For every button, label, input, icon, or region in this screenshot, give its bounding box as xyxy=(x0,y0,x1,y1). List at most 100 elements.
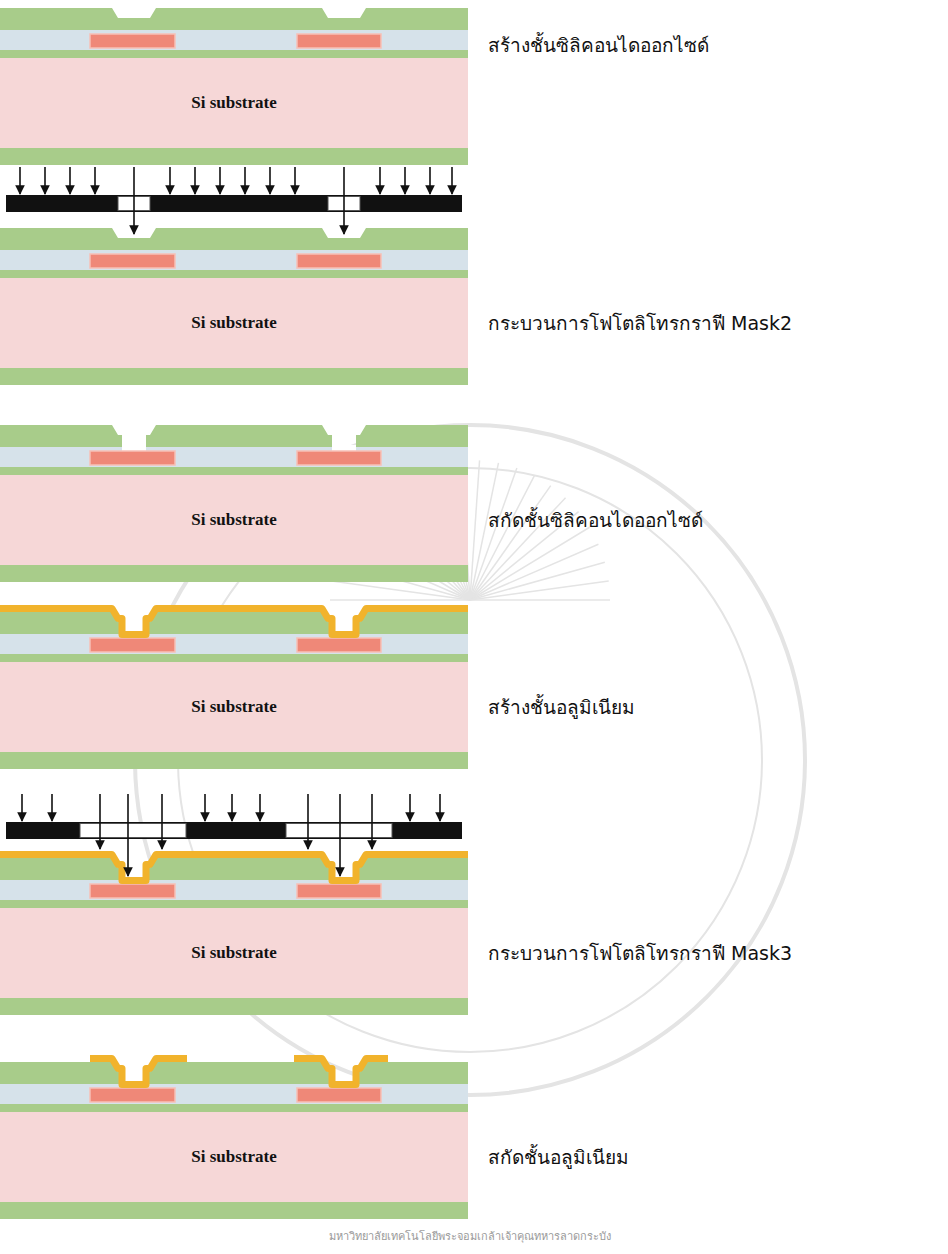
seal-ray xyxy=(470,527,590,600)
aluminium-layer xyxy=(0,609,468,635)
exposure-arrow xyxy=(169,167,171,194)
oxide-layer xyxy=(0,1062,468,1088)
substrate-band: Si substrate xyxy=(0,908,468,998)
insulator-layer xyxy=(0,878,468,900)
substrate-band: Si substrate xyxy=(0,58,468,148)
oxide-layer xyxy=(0,1202,468,1219)
oxide-layer xyxy=(0,50,468,58)
oxide-layer xyxy=(0,565,468,582)
exposure-arrow xyxy=(19,167,21,194)
etched-window xyxy=(332,445,356,451)
substrate-label: Si substrate xyxy=(191,510,276,530)
aluminium-layer xyxy=(0,855,468,881)
exposure-arrow xyxy=(51,794,53,821)
substrate-band: Si substrate xyxy=(0,1112,468,1202)
exposure-arrow xyxy=(244,167,246,194)
exposure-arrow xyxy=(451,167,453,194)
exposure-arrow xyxy=(379,167,381,194)
doped-region xyxy=(90,34,175,48)
exposure-arrow xyxy=(339,794,341,876)
doped-region xyxy=(90,1088,175,1102)
step-caption: กระบวนการโฟโตลิโทรกราฟี Mask3 xyxy=(488,938,792,968)
doped-region xyxy=(297,884,381,898)
exposure-arrow xyxy=(439,794,441,821)
exposure-arrow xyxy=(127,794,129,876)
doped-region xyxy=(297,1088,381,1102)
insulator-layer xyxy=(0,445,468,467)
seal-ray xyxy=(470,581,609,600)
substrate-label: Si substrate xyxy=(191,697,276,717)
exposure-arrow xyxy=(307,794,309,849)
doped-region xyxy=(297,638,381,652)
oxide-layer xyxy=(0,270,468,278)
oxide-layer xyxy=(0,612,468,638)
step-caption: สร้างชั้นอลูมิเนียม xyxy=(488,692,635,722)
seal-ray xyxy=(470,599,610,601)
exposure-arrow xyxy=(294,167,296,194)
process-step-section xyxy=(0,609,468,770)
exposure-arrow xyxy=(21,794,23,821)
process-step-section xyxy=(0,794,468,1015)
substrate-label: Si substrate xyxy=(191,943,276,963)
exposure-arrow xyxy=(69,167,71,194)
substrate-label: Si substrate xyxy=(191,313,276,333)
process-step-section xyxy=(0,167,468,385)
doped-region xyxy=(90,884,175,898)
doped-region xyxy=(90,638,175,652)
seal-ray xyxy=(470,476,534,600)
process-step-section xyxy=(0,8,468,165)
exposure-arrow xyxy=(94,167,96,194)
substrate-label: Si substrate xyxy=(191,93,276,113)
seal-ray xyxy=(330,599,470,601)
exposure-arrow xyxy=(133,167,135,234)
substrate-band: Si substrate xyxy=(0,475,468,565)
insulator-layer xyxy=(0,632,468,654)
photomask xyxy=(6,195,462,212)
substrate-label: Si substrate xyxy=(191,1147,276,1167)
doped-region xyxy=(90,254,175,268)
step-caption: สกัดชั้นซิลิคอนไดออกไซด์ xyxy=(488,505,703,535)
oxide-layer xyxy=(0,368,468,385)
aluminium-layer xyxy=(0,1059,468,1085)
seal-ray xyxy=(470,562,605,600)
doped-region xyxy=(297,451,381,465)
etched-window xyxy=(122,445,146,451)
substrate-band: Si substrate xyxy=(0,278,468,368)
doped-region xyxy=(297,254,381,268)
step-caption: กระบวนการโฟโตลิโทรกราฟี Mask2 xyxy=(488,308,792,338)
exposure-arrow xyxy=(219,167,221,194)
exposure-arrow xyxy=(161,794,163,849)
oxide-layer xyxy=(0,8,468,30)
exposure-arrow xyxy=(343,167,345,234)
oxide-layer xyxy=(0,752,468,769)
oxide-layer xyxy=(0,228,468,250)
insulator-layer xyxy=(0,1082,468,1104)
oxide-layer xyxy=(0,148,468,165)
mask-opening xyxy=(80,824,186,838)
substrate-band: Si substrate xyxy=(0,662,468,752)
exposure-arrow xyxy=(44,167,46,194)
exposure-arrow xyxy=(231,794,233,821)
step-caption: สร้างชั้นซิลิคอนไดออกไซด์ xyxy=(488,30,709,60)
exposure-arrow xyxy=(429,167,431,194)
insulator-layer xyxy=(0,248,468,270)
oxide-layer xyxy=(0,1104,468,1112)
insulator-layer xyxy=(0,28,468,50)
mask-plate xyxy=(6,822,462,839)
process-step-section xyxy=(0,425,468,582)
exposure-arrow xyxy=(269,167,271,194)
oxide-layer xyxy=(0,654,468,662)
process-step-section xyxy=(0,1059,468,1220)
oxide-layer xyxy=(0,425,468,451)
exposure-arrow xyxy=(259,794,261,821)
exposure-arrow xyxy=(204,794,206,821)
exposure-arrow xyxy=(404,167,406,194)
oxide-layer xyxy=(0,998,468,1015)
oxide-layer xyxy=(0,900,468,908)
step-caption: สกัดชั้นอลูมิเนียม xyxy=(488,1142,629,1172)
mask-plate xyxy=(6,195,462,212)
oxide-layer xyxy=(0,858,468,884)
photomask xyxy=(6,822,462,839)
